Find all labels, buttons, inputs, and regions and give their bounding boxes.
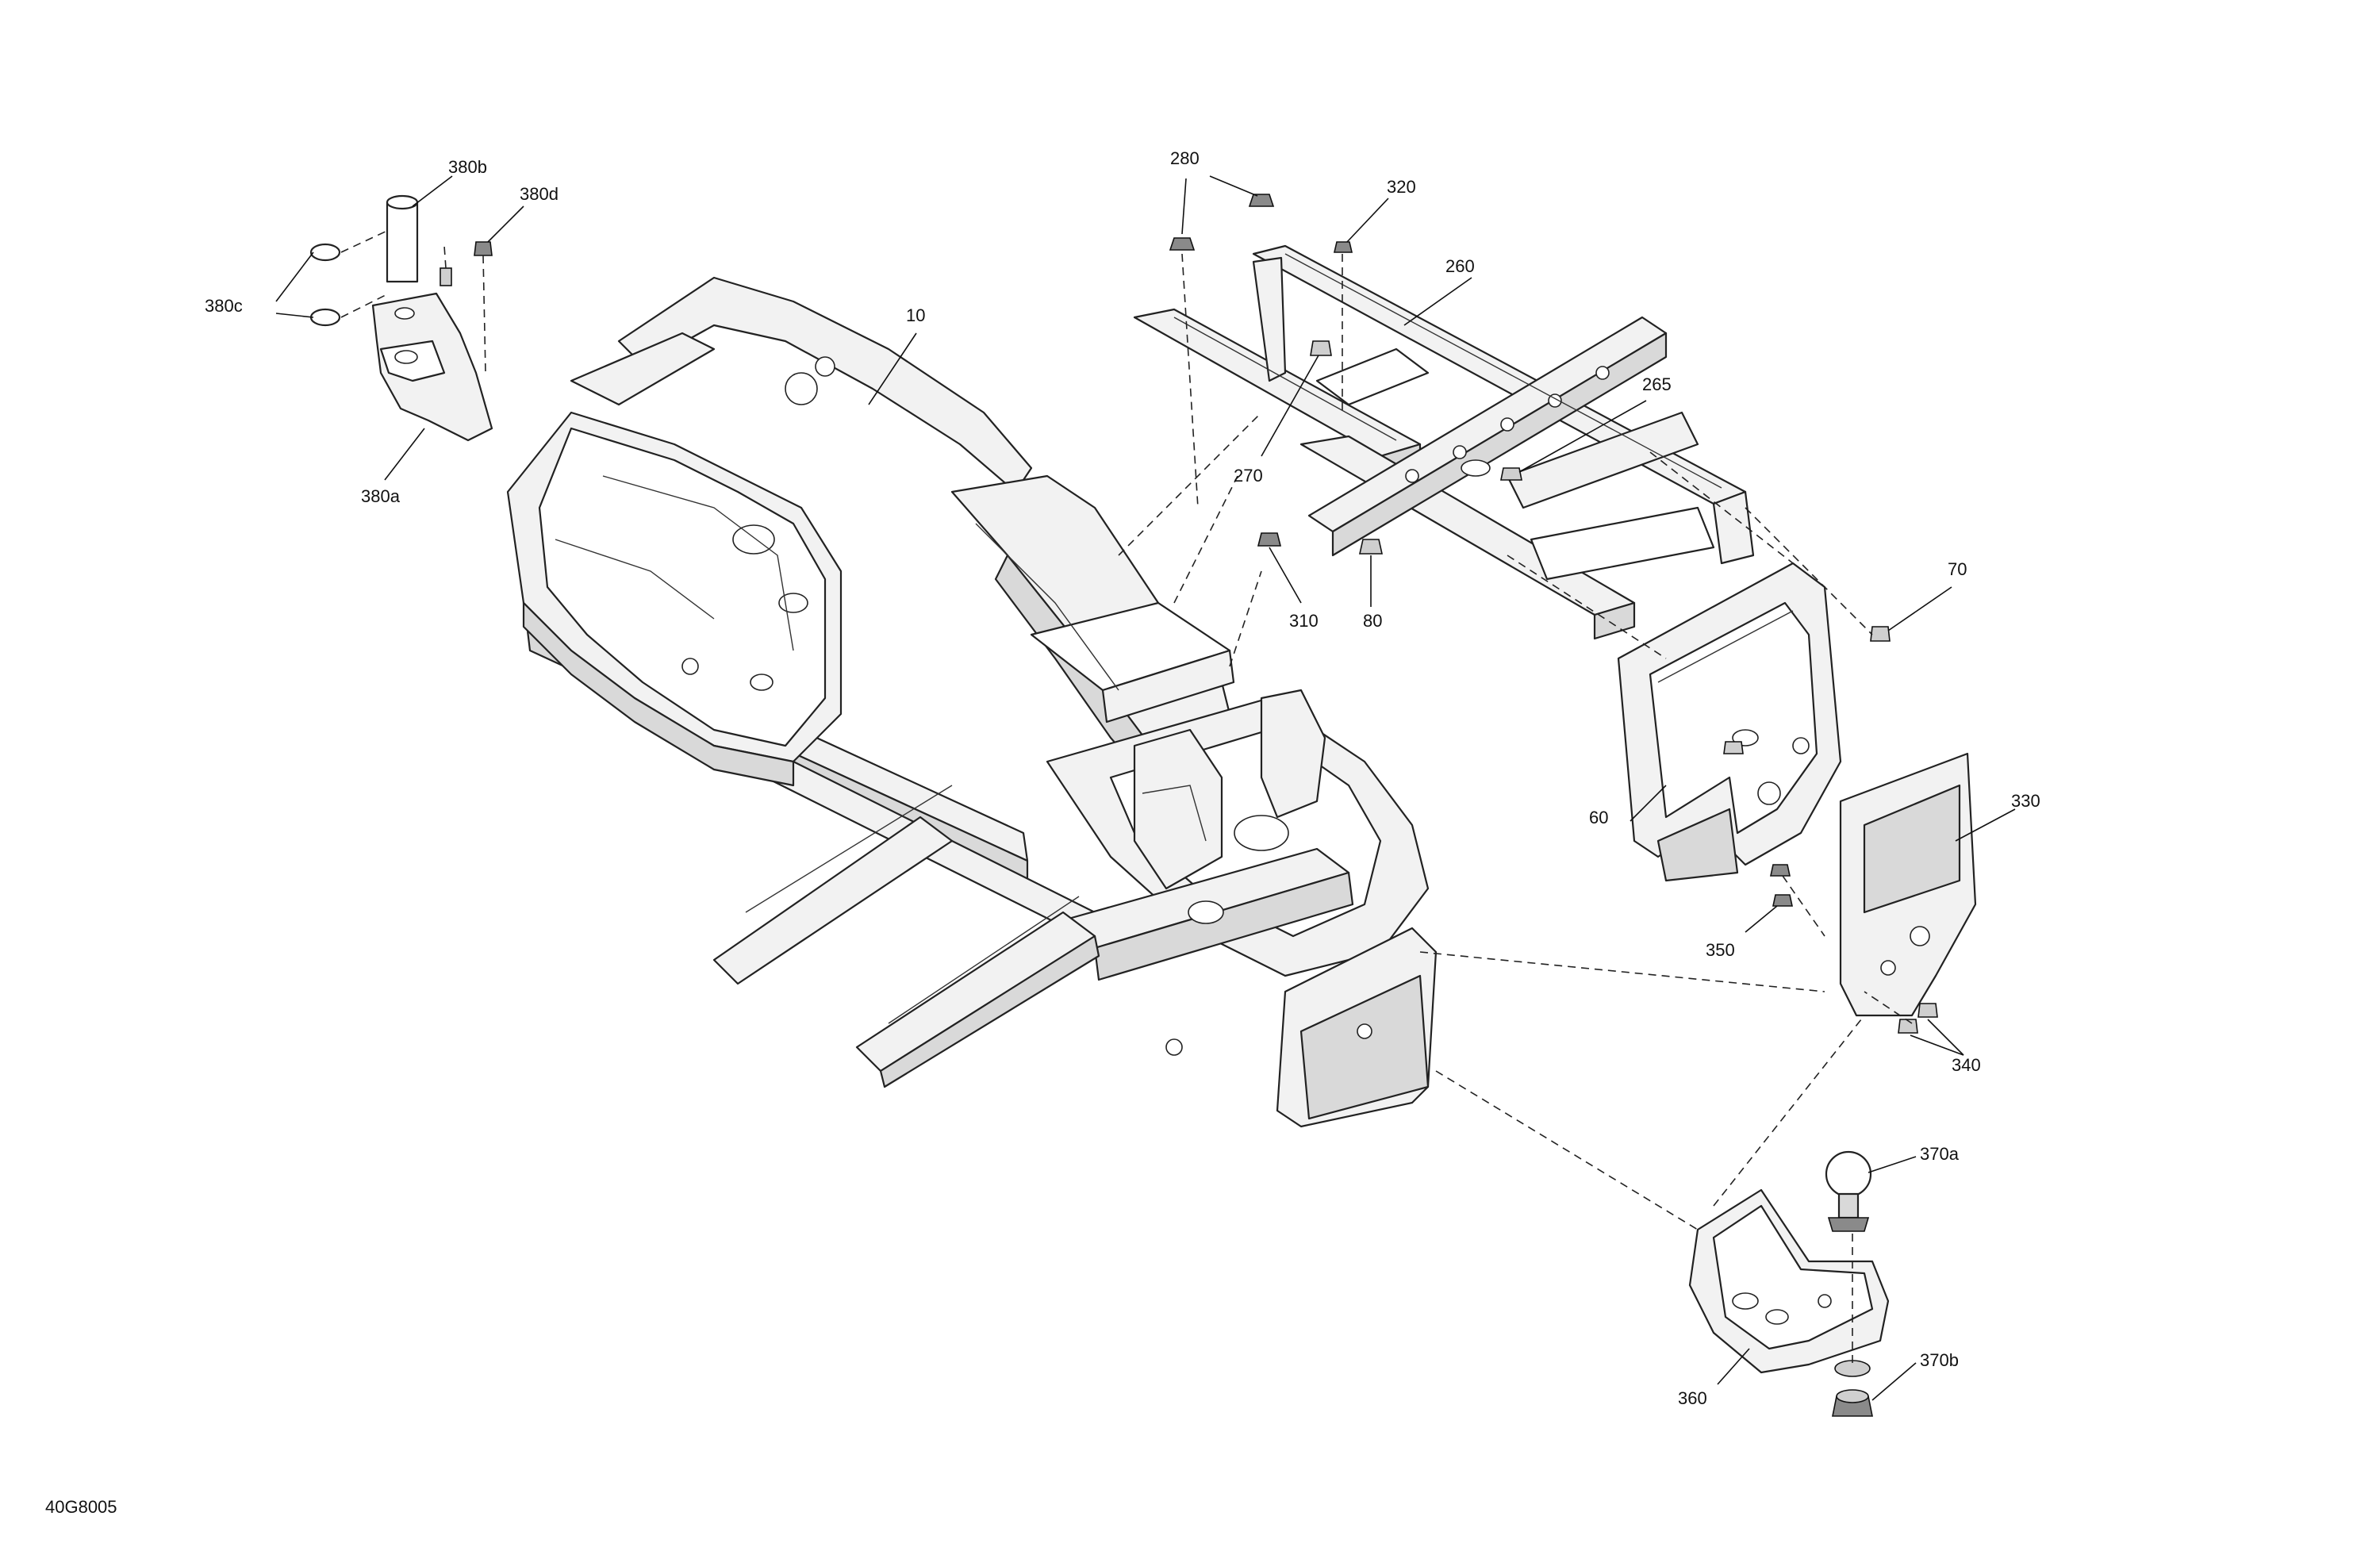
leader-lines (275, 175, 2016, 1401)
callout-10: 10 (906, 305, 925, 325)
hitch-nut-part-370b (1832, 1360, 1873, 1417)
callout-260: 260 (1445, 256, 1475, 276)
callout-330: 330 (2011, 791, 2040, 811)
callout-380a: 380a (361, 486, 401, 506)
bolt-part-265 (1500, 467, 1522, 481)
callout-370a: 370a (1920, 1144, 1960, 1164)
bolt-part-70 (1870, 626, 1891, 642)
nut-part-320 (1333, 241, 1353, 253)
nut-part-310 (1257, 532, 1282, 547)
nut-part-80 (1359, 539, 1383, 555)
hitch-bracket-part-60 (1617, 562, 1842, 882)
bolt-part-60-fastener (1723, 741, 1744, 754)
assembly-lines (340, 229, 1913, 1365)
diagram-code: 40G8005 (45, 1497, 117, 1517)
bracket-part-380a (371, 292, 493, 442)
bolt-part-270 (1310, 340, 1332, 356)
nut-part-350 (1770, 864, 1793, 907)
callout-380d: 380d (520, 184, 559, 204)
callout-340: 340 (1952, 1055, 1981, 1075)
callout-320: 320 (1387, 177, 1416, 197)
callout-310: 310 (1289, 611, 1319, 631)
callout-70: 70 (1948, 559, 1967, 579)
lower-hitch-part-360 (1688, 1188, 1890, 1374)
callout-370b: 370b (1920, 1350, 1959, 1370)
callout-80: 80 (1363, 611, 1382, 631)
pin-part-380b (386, 194, 419, 283)
rear-frame-part-260 (1133, 244, 1755, 640)
callout-labels: 10 60 70 80 260 265 270 280 310 320 330 … (45, 148, 2040, 1517)
main-frame-part-10 (506, 276, 1438, 1128)
callout-380b: 380b (448, 157, 487, 177)
clip-part-380c (309, 243, 341, 327)
hitch-ball-part-370a (1825, 1150, 1872, 1232)
callout-360: 360 (1678, 1388, 1707, 1408)
nut-part-280 (1169, 194, 1275, 251)
callout-265: 265 (1642, 374, 1672, 394)
callout-280: 280 (1170, 148, 1200, 168)
bolt-part-380d (440, 241, 493, 286)
callout-350: 350 (1706, 940, 1735, 960)
callout-60: 60 (1589, 808, 1608, 827)
callout-380c: 380c (205, 296, 243, 316)
bolt-part-340 (1898, 1003, 1938, 1034)
callout-270: 270 (1234, 466, 1263, 486)
plate-part-330 (1839, 752, 1977, 1017)
